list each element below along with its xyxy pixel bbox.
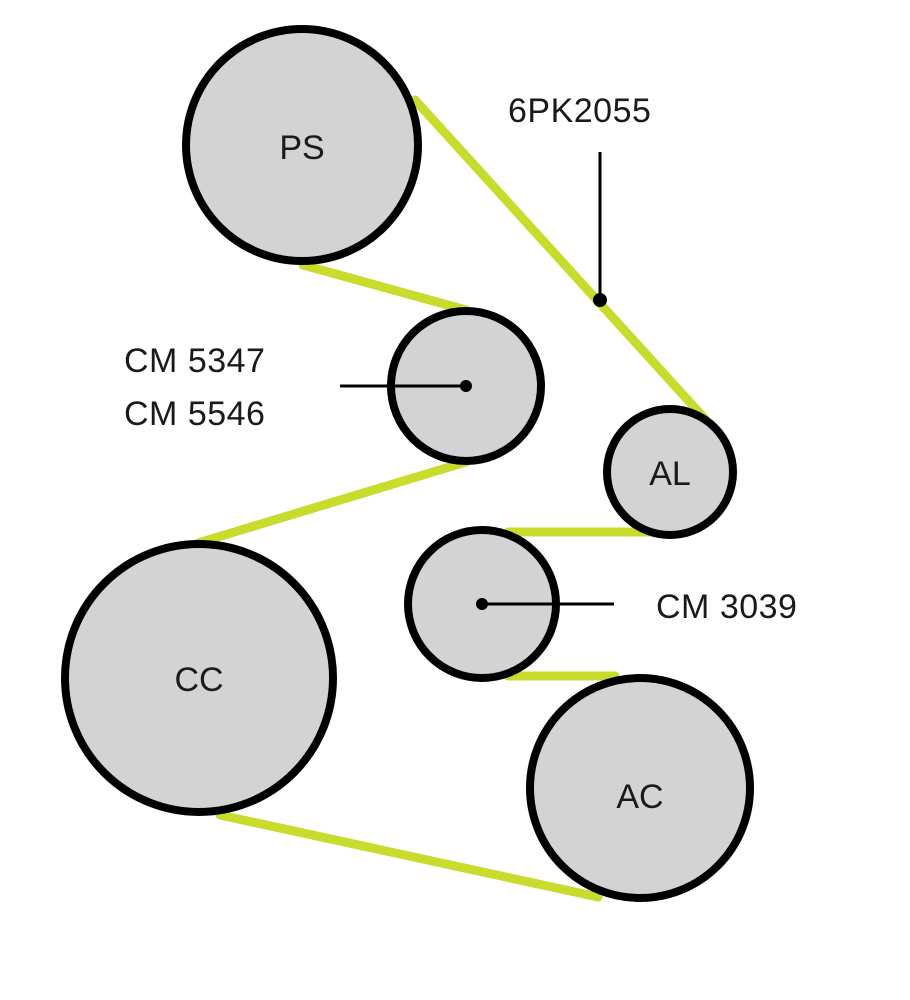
pulley-ac-label: AC	[616, 778, 663, 816]
belt-segment-upper-idler-cc	[193, 457, 471, 548]
pulley-ps-label: PS	[279, 129, 324, 167]
callout-lower-idler: CM 3039	[482, 588, 797, 626]
pulley-ps: PS	[182, 25, 422, 265]
callout-upper-idler-line2: CM 5546	[124, 395, 265, 433]
callout-upper-idler: CM 5347 CM 5546	[124, 342, 466, 433]
belt-segment-ps-al	[410, 95, 711, 425]
callout-upper-idler-line1: CM 5347	[124, 342, 265, 380]
pulley-cc-label: CC	[174, 661, 223, 699]
pulley-cc-circle	[61, 540, 337, 816]
belt	[193, 95, 711, 902]
belt-segment-ps-upper-idler	[298, 260, 471, 315]
pulley-al-label: AL	[649, 455, 691, 493]
callout-belt-part-number: 6PK2055	[508, 92, 651, 130]
pulley-cc: CC	[61, 540, 337, 816]
belt-segment-cc-ac	[215, 810, 603, 902]
callout-belt: 6PK2055	[508, 92, 651, 307]
callout-lower-idler-text: CM 3039	[656, 588, 797, 626]
pulley-ac-circle	[526, 674, 754, 902]
pulley-ps-circle	[182, 25, 422, 265]
pulley-ac: AC	[526, 674, 754, 902]
pulley-al: AL	[603, 405, 737, 539]
callout-belt-dot	[593, 293, 607, 307]
pulley-al-circle	[603, 405, 737, 539]
